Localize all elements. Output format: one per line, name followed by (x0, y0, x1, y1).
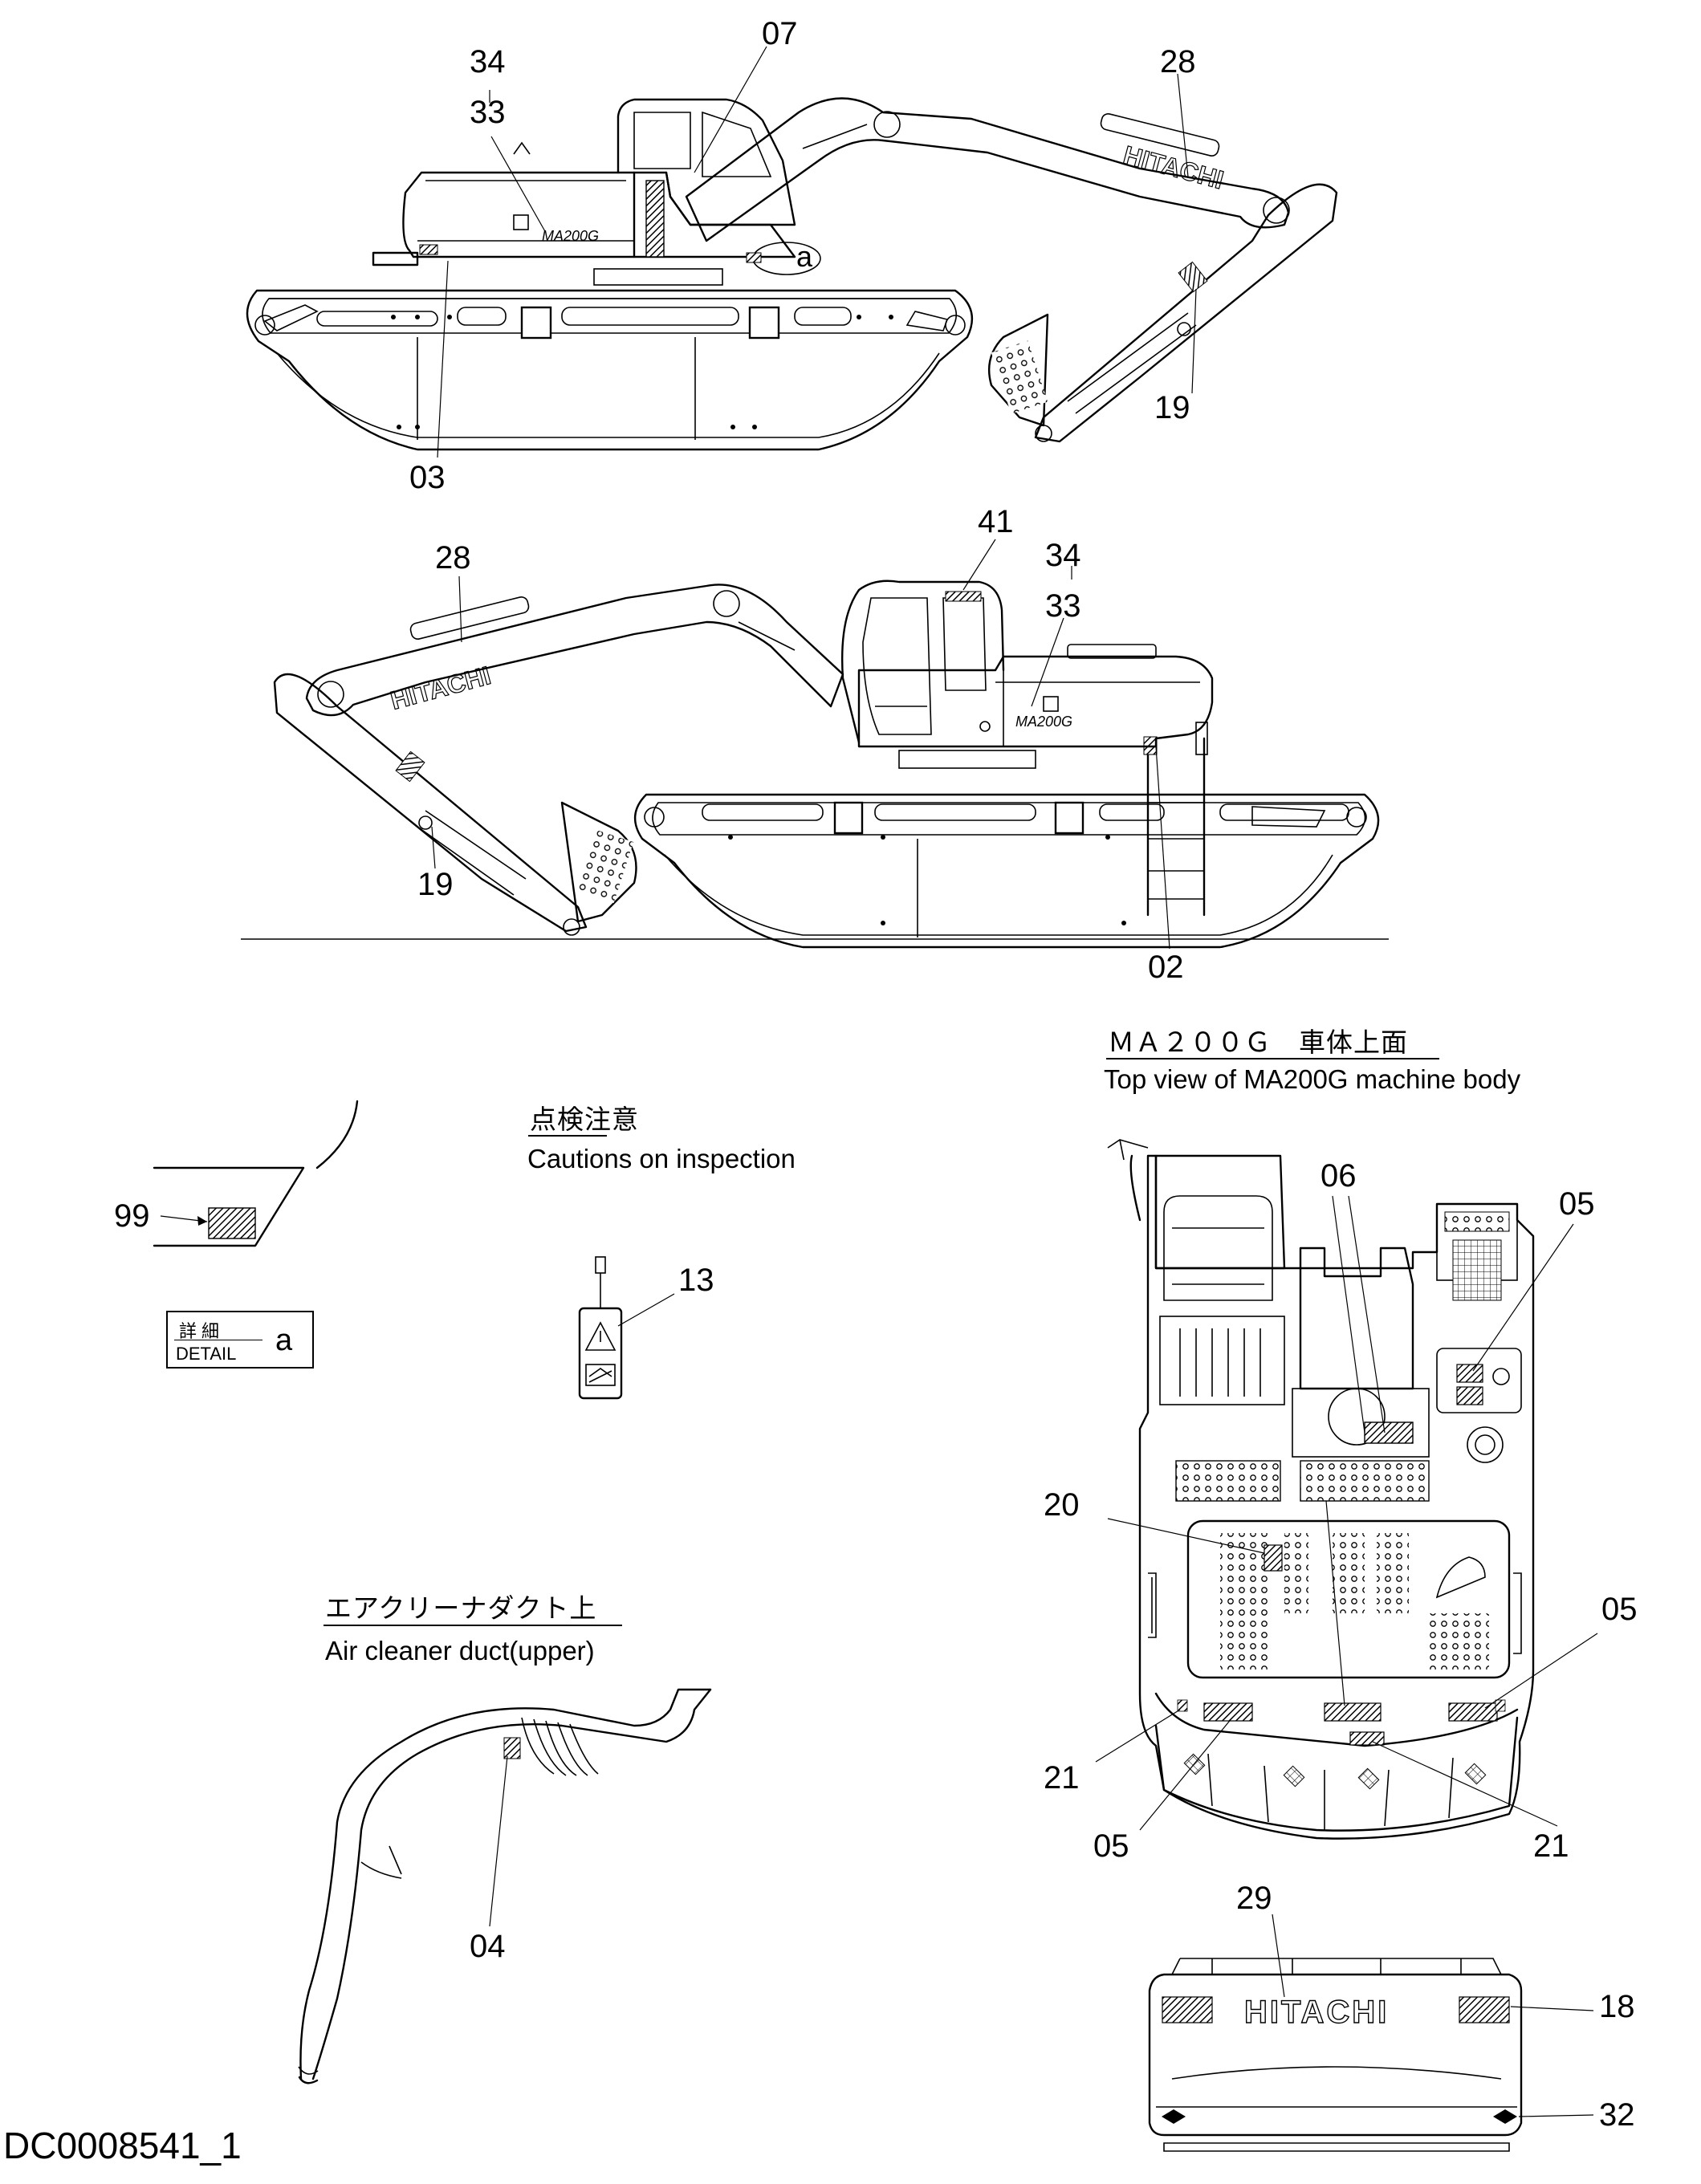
callout-07: 07 (762, 16, 798, 51)
callout-41: 41 (978, 504, 1014, 539)
callout-21-left: 21 (1044, 1760, 1080, 1796)
callout-28-mid: 28 (435, 540, 471, 575)
caption-topview-en: Top view of MA200G machine body (1104, 1064, 1521, 1094)
callout-03: 03 (409, 460, 446, 495)
callout-33-top: 33 (470, 95, 506, 130)
leader-lines-view-1 (437, 46, 1197, 458)
detail-label-box: 詳細 DETAIL a (166, 1311, 314, 1369)
hitachi-boom-decal-1: HITACHI (1121, 140, 1227, 195)
callout-05-lower: 05 (1093, 1828, 1129, 1864)
detail-a-view (153, 1100, 359, 1247)
callout-18: 18 (1599, 1989, 1635, 2024)
caption-duct-underline (324, 1625, 622, 1626)
machine-top-view (1107, 1139, 1535, 1840)
callout-19-mid: 19 (417, 867, 454, 902)
callout-32: 32 (1599, 2097, 1635, 2133)
callout-21-right: 21 (1533, 1828, 1569, 1864)
detail-label-en: DETAIL (176, 1344, 237, 1364)
detail-a-marker: a (796, 240, 813, 273)
callout-28-top: 28 (1160, 44, 1196, 79)
callout-04: 04 (470, 1929, 506, 1964)
caption-inspection-underline (528, 1135, 607, 1137)
caption-topview-jp: ＭＡ２００Ｇ 車体上面 (1108, 1027, 1408, 1058)
callout-19-top: 19 (1154, 390, 1190, 425)
excavator-side-view-left: MA200G HITACHI (246, 97, 1338, 451)
detail-label-mark: a (275, 1324, 293, 1357)
counterweight-rear-view: HITACHI (1148, 1958, 1523, 2152)
caption-inspection-en: Cautions on inspection (527, 1144, 796, 1173)
callout-29: 29 (1236, 1881, 1272, 1916)
svg-text:MA200G: MA200G (542, 228, 599, 244)
callout-05-upper: 05 (1559, 1186, 1595, 1222)
callout-34-top: 34 (470, 44, 506, 79)
hitachi-counterweight-decal: HITACHI (1244, 1995, 1389, 2030)
callout-20: 20 (1044, 1487, 1080, 1523)
callout-05-right: 05 (1601, 1592, 1638, 1627)
svg-text:MA200G: MA200G (1015, 714, 1072, 730)
callout-06: 06 (1321, 1158, 1357, 1194)
callout-13: 13 (678, 1263, 714, 1298)
callout-34-mid: 34 (1045, 538, 1081, 573)
document-id: DC0008541_1 (3, 2125, 242, 2166)
leader-lines-top-view (1095, 1195, 1598, 1831)
caption-duct-en: Air cleaner duct(upper) (325, 1636, 595, 1665)
excavator-side-view-right: MA200G HITACHI (241, 580, 1389, 949)
air-cleaner-duct (298, 1688, 712, 2084)
callout-99: 99 (114, 1198, 150, 1234)
detail-label-jp: 詳細 (179, 1322, 225, 1342)
caption-duct-jp: エアクリーナダクト上 (325, 1592, 597, 1624)
leader-lines-view-2 (431, 539, 1170, 950)
inspection-tag (578, 1256, 675, 1400)
caption-inspection-jp: 点検注意 (530, 1104, 639, 1135)
hitachi-boom-decal-2: HITACHI (388, 661, 494, 715)
leader-lines-rear-view (1272, 1914, 1594, 2117)
caption-topview-underline (1106, 1058, 1439, 1059)
callout-02: 02 (1148, 950, 1184, 985)
callout-33-mid: 33 (1045, 588, 1081, 624)
